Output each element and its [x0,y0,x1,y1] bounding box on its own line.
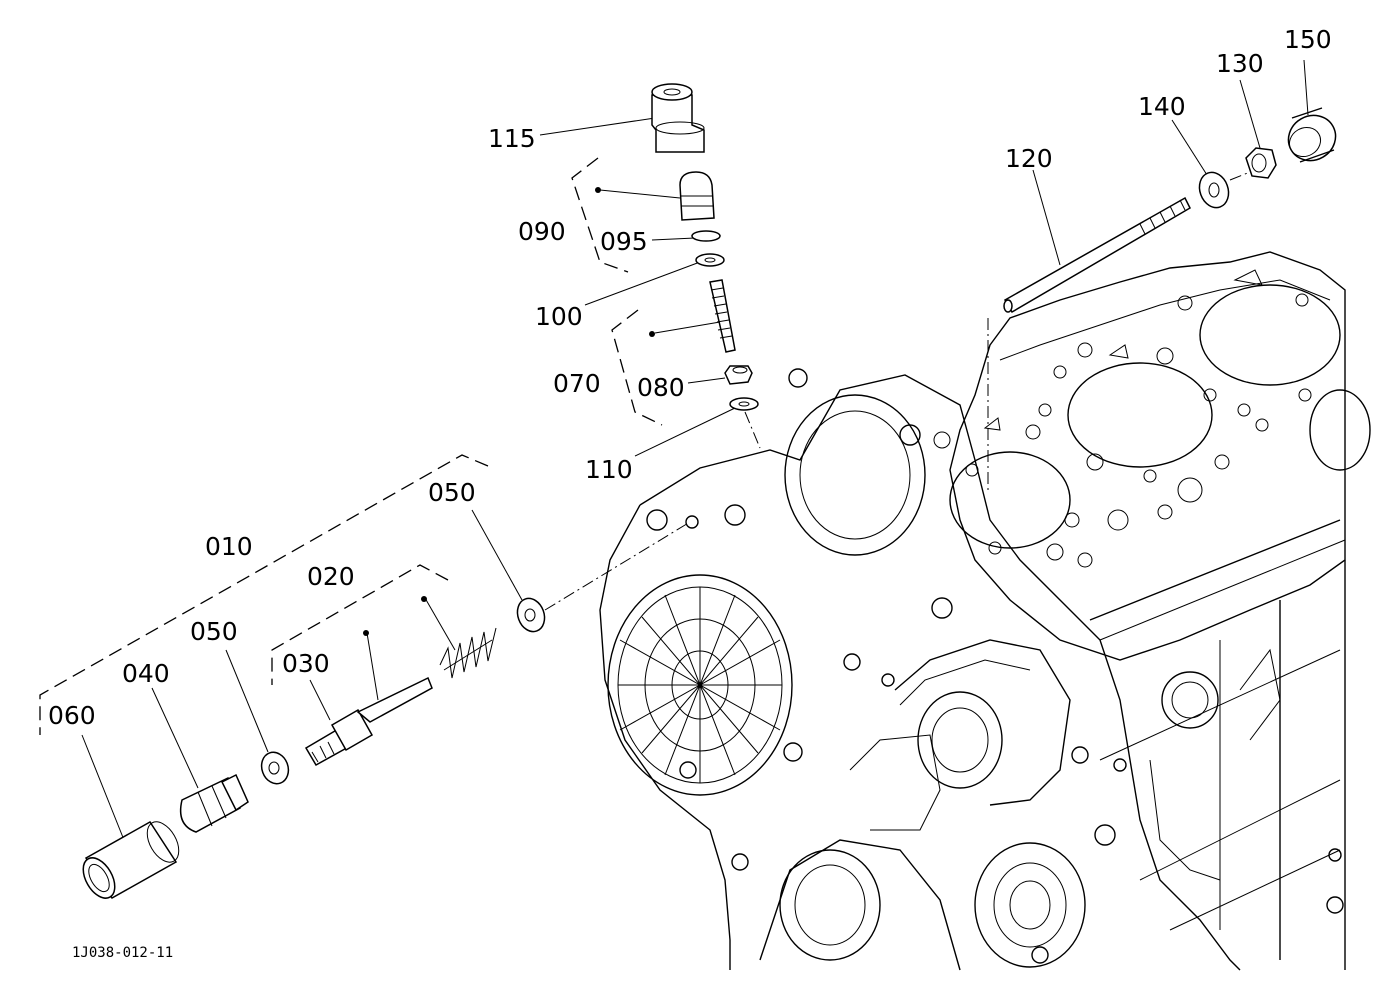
part-140-washer [1198,171,1230,209]
engine-block-illustration [599,251,1371,971]
part-100-washer [695,253,725,267]
part-label-060: 060 [48,701,96,730]
part-spring [439,627,497,679]
part-label-090: 090 [518,217,566,246]
part-label-120: 120 [1005,144,1053,173]
group-dot [363,630,369,636]
part-080-nut [724,365,753,385]
part-label-140: 140 [1138,92,1186,121]
group-brackets [39,157,663,735]
part-030-valve [304,676,433,767]
part-label-020: 020 [307,562,355,591]
part-095-circlip [691,230,721,242]
group-dot [649,331,655,337]
document-code: 1J038-012-11 [72,945,173,961]
part-150-seal [1287,107,1337,163]
part-040-capnut [179,773,249,833]
part-label-150: 150 [1284,25,1332,54]
part-label-050-right: 050 [428,478,476,507]
group-dot [421,596,427,602]
part-115-cap [651,83,705,153]
part-label-030: 030 [282,649,330,678]
part-050-washer-right [516,597,546,633]
part-label-095: 095 [600,227,648,256]
part-label-080: 080 [637,373,685,402]
group-dot [595,187,601,193]
part-120-stud [1003,196,1191,314]
part-110-washer [729,397,759,411]
leader-lines [81,59,1309,841]
gear-cover-ribbed [607,574,793,796]
part-label-050-left: 050 [190,617,238,646]
part-050-washer-left [260,751,290,785]
part-label-100: 100 [535,302,583,331]
part-060-sleeve [82,821,180,899]
part-label-110: 110 [585,455,633,484]
part-130-nut [1245,147,1277,179]
part-090-plunger [679,171,715,221]
part-label-040: 040 [122,659,170,688]
part-070-screw [709,279,736,353]
part-label-070: 070 [553,369,601,398]
part-label-010: 010 [205,532,253,561]
part-label-130: 130 [1216,49,1264,78]
part-label-115: 115 [488,124,536,153]
